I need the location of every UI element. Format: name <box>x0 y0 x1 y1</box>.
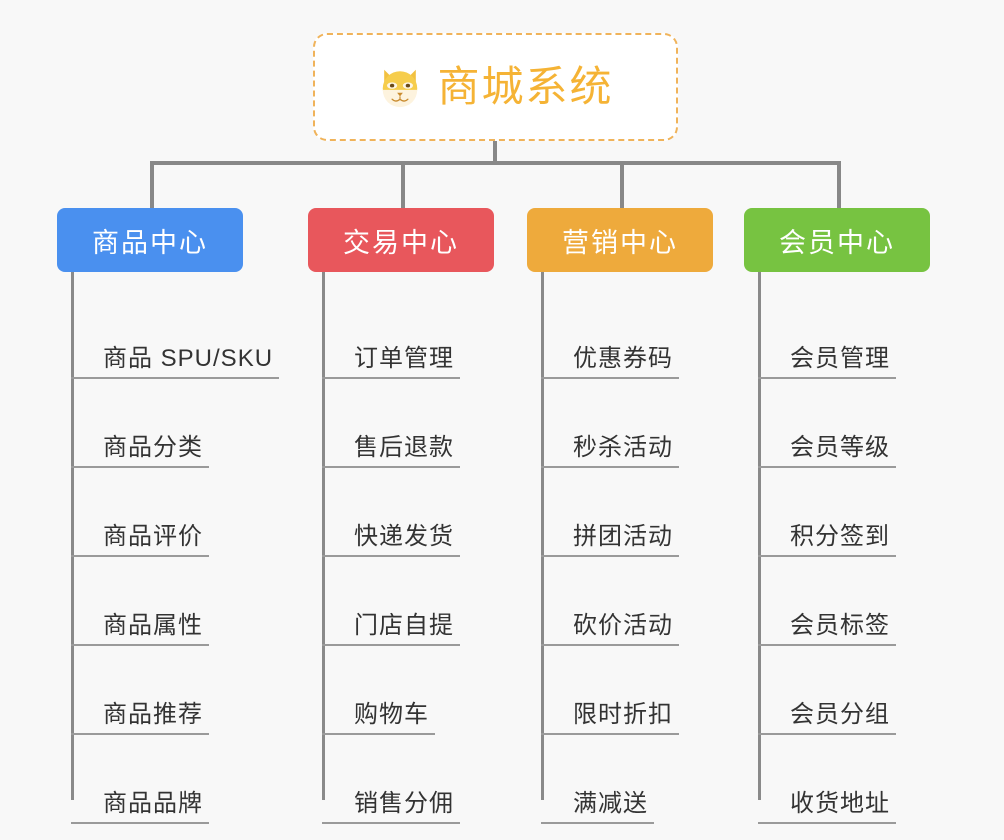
leaf-underline <box>541 555 679 557</box>
leaf-label: 门店自提 <box>354 612 454 639</box>
connector-horizontal-bus <box>150 161 840 165</box>
leaf-list-3: 优惠券码 秒杀活动 拼团活动 砍价活动 限时折扣 满减送 <box>541 272 713 824</box>
list-item[interactable]: 会员管理 <box>758 290 930 379</box>
leaf-underline <box>758 822 896 824</box>
list-item[interactable]: 商品属性 <box>71 557 273 646</box>
connector-drop-2 <box>401 161 405 208</box>
list-item[interactable]: 商品评价 <box>71 468 273 557</box>
list-item[interactable]: 商品分类 <box>71 379 273 468</box>
leaf-label: 订单管理 <box>354 345 454 372</box>
leaf-label: 商品分类 <box>103 434 203 461</box>
branch-member-center: 会员中心 会员管理 会员等级 积分签到 会员标签 会员分组 <box>744 208 930 824</box>
list-item[interactable]: 门店自提 <box>322 557 494 646</box>
leaf-underline <box>758 644 896 646</box>
list-item[interactable]: 销售分佣 <box>322 735 494 824</box>
leaf-label: 满减送 <box>573 790 648 817</box>
list-item[interactable]: 会员等级 <box>758 379 930 468</box>
leaf-underline <box>322 377 460 379</box>
leaf-label: 会员管理 <box>790 345 890 372</box>
leaf-label: 购物车 <box>354 701 429 728</box>
list-item[interactable]: 限时折扣 <box>541 646 713 735</box>
leaf-underline <box>541 466 679 468</box>
leaf-list-4: 会员管理 会员等级 积分签到 会员标签 会员分组 收货地址 <box>758 272 930 824</box>
leaf-label: 商品 SPU/SKU <box>103 345 274 372</box>
root-title: 商城系统 <box>437 63 614 110</box>
leaf-underline <box>71 644 209 646</box>
leaf-label: 售后退款 <box>354 434 454 461</box>
leaf-list-1: 商品 SPU/SKU 商品分类 商品评价 商品属性 商品推荐 商品品牌 <box>71 272 279 824</box>
leaf-label: 商品属性 <box>103 612 203 639</box>
list-item[interactable]: 积分签到 <box>758 468 930 557</box>
list-item[interactable]: 会员分组 <box>758 646 930 735</box>
leaf-label: 秒杀活动 <box>573 434 673 461</box>
leaf-underline <box>758 466 896 468</box>
leaf-underline <box>541 377 679 379</box>
list-item[interactable]: 订单管理 <box>322 290 494 379</box>
connector-drop-4 <box>837 161 841 208</box>
leaf-underline <box>322 822 460 824</box>
branch-trade-center: 交易中心 订单管理 售后退款 快递发货 门店自提 购物车 <box>308 208 494 824</box>
root-node[interactable]: 商城系统 <box>313 33 678 141</box>
leaf-underline <box>322 466 460 468</box>
leaf-underline <box>322 555 460 557</box>
leaf-list-2: 订单管理 售后退款 快递发货 门店自提 购物车 销售分佣 <box>322 272 494 824</box>
branch-spine-1 <box>71 272 74 800</box>
leaf-underline <box>758 377 896 379</box>
leaf-underline <box>71 555 209 557</box>
leaf-label: 商品品牌 <box>103 790 203 817</box>
leaf-label: 拼团活动 <box>573 523 673 550</box>
leaf-underline <box>71 733 209 735</box>
shiba-dog-face-icon <box>377 64 423 110</box>
list-item[interactable]: 优惠券码 <box>541 290 713 379</box>
list-item[interactable]: 会员标签 <box>758 557 930 646</box>
leaf-underline <box>71 377 279 379</box>
leaf-label: 快递发货 <box>354 523 454 550</box>
leaf-label: 会员分组 <box>790 701 890 728</box>
list-item[interactable]: 购物车 <box>322 646 494 735</box>
leaf-label: 砍价活动 <box>573 612 673 639</box>
leaf-underline <box>541 822 654 824</box>
branch-spine-4 <box>758 272 761 800</box>
list-item[interactable]: 砍价活动 <box>541 557 713 646</box>
list-item[interactable]: 商品推荐 <box>71 646 273 735</box>
leaf-underline <box>71 822 209 824</box>
connector-root-stem <box>493 141 497 164</box>
leaf-underline <box>541 644 679 646</box>
leaf-label: 会员等级 <box>790 434 890 461</box>
leaf-label: 积分签到 <box>790 523 890 550</box>
list-item[interactable]: 收货地址 <box>758 735 930 824</box>
leaf-label: 优惠券码 <box>573 345 673 372</box>
list-item[interactable]: 秒杀活动 <box>541 379 713 468</box>
list-item[interactable]: 拼团活动 <box>541 468 713 557</box>
leaf-underline <box>322 733 435 735</box>
leaf-underline <box>541 733 679 735</box>
list-item[interactable]: 满减送 <box>541 735 713 824</box>
list-item[interactable]: 商品品牌 <box>71 735 273 824</box>
connector-drop-1 <box>150 161 154 208</box>
leaf-underline <box>71 466 209 468</box>
branch-title-4[interactable]: 会员中心 <box>744 208 930 272</box>
leaf-underline <box>322 644 460 646</box>
branch-spine-3 <box>541 272 544 800</box>
leaf-underline <box>758 733 896 735</box>
leaf-label: 商品推荐 <box>103 701 203 728</box>
leaf-label: 限时折扣 <box>573 701 673 728</box>
leaf-label: 商品评价 <box>103 523 203 550</box>
leaf-underline <box>758 555 896 557</box>
branch-title-3[interactable]: 营销中心 <box>527 208 713 272</box>
list-item[interactable]: 快递发货 <box>322 468 494 557</box>
connector-drop-3 <box>620 161 624 208</box>
leaf-label: 会员标签 <box>790 612 890 639</box>
branch-product-center: 商品中心 商品 SPU/SKU 商品分类 商品评价 商品属性 商品推荐 <box>57 208 279 824</box>
branch-spine-2 <box>322 272 325 800</box>
leaf-label: 销售分佣 <box>354 790 454 817</box>
list-item[interactable]: 售后退款 <box>322 379 494 468</box>
leaf-label: 收货地址 <box>790 790 890 817</box>
list-item[interactable]: 商品 SPU/SKU <box>71 290 279 379</box>
branch-marketing-center: 营销中心 优惠券码 秒杀活动 拼团活动 砍价活动 限时折扣 <box>527 208 713 824</box>
branch-title-2[interactable]: 交易中心 <box>308 208 494 272</box>
branch-title-1[interactable]: 商品中心 <box>57 208 243 272</box>
